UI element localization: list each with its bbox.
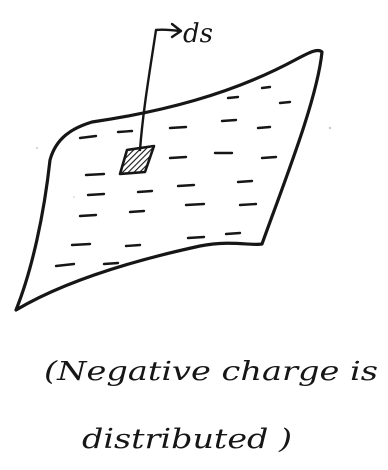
caption-line-2: distributed ) <box>82 424 292 455</box>
caption-line-1: (Negative charge is <box>44 357 378 387</box>
charge-mark <box>176 183 196 188</box>
charge-mark <box>116 129 134 134</box>
ds-label: ds <box>183 19 213 49</box>
charge-mark <box>168 125 188 130</box>
charge-mark <box>102 261 120 266</box>
charge-mark <box>136 189 154 194</box>
ds-arrowhead <box>170 22 183 39</box>
charge-mark <box>236 179 254 184</box>
charge-mark <box>184 202 206 207</box>
charge-mark <box>70 242 92 247</box>
charge-mark <box>78 213 98 218</box>
charge-mark <box>86 192 106 197</box>
charge-mark <box>168 155 188 160</box>
charge-mark <box>238 202 258 207</box>
area-element-ds <box>118 144 156 176</box>
charge-mark <box>226 95 240 100</box>
charged-sheet-outline <box>14 48 324 312</box>
charge-mark <box>124 243 142 248</box>
charge-mark <box>224 231 242 236</box>
charge-mark <box>78 134 98 140</box>
negative-charges <box>54 85 292 268</box>
charge-mark <box>128 209 146 214</box>
charge-mark <box>54 262 76 268</box>
charge-mark <box>260 85 272 90</box>
charge-mark <box>186 235 206 240</box>
charge-mark <box>84 172 106 177</box>
charge-mark <box>278 100 292 105</box>
ds-pointer-line <box>138 28 182 152</box>
charge-mark <box>256 125 272 130</box>
paper-specks <box>36 97 332 198</box>
charge-mark <box>220 118 238 123</box>
charge-mark <box>260 155 278 160</box>
